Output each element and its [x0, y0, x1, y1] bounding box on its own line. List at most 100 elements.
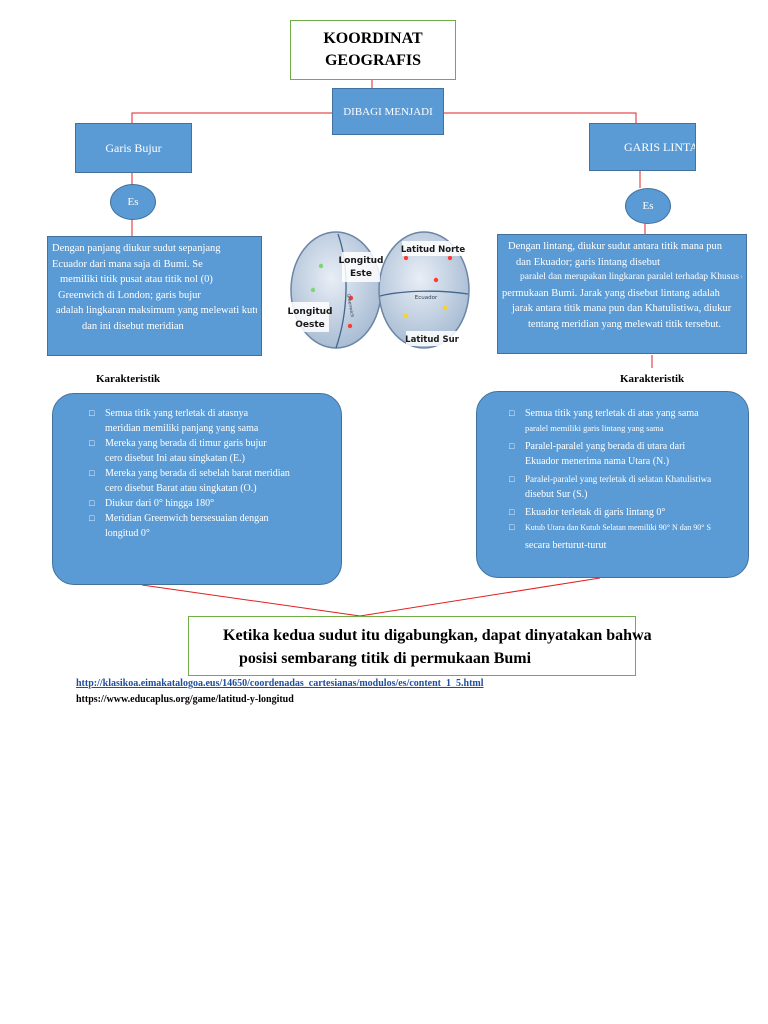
reference-link-2[interactable]: https://www.educaplus.org/game/latitud-y…	[76, 694, 294, 705]
item-text: Diukur dari 0° hingga 180°	[105, 498, 215, 509]
title-line2: GEOGRAFIS	[324, 52, 421, 69]
globe-right	[378, 231, 470, 349]
left-desc-line: memiliki titik pusat atau titik nol (0)	[60, 274, 213, 285]
title-line1: KOORDINAT	[323, 30, 423, 47]
point-marker	[447, 255, 453, 261]
item-text: Mereka yang berada di sebelah barat meri…	[105, 468, 290, 479]
characteristic-item: □ Semua titik yang terletak di atas yang…	[509, 406, 742, 436]
item-text: Ekuador terletak di garis lintang 0°	[525, 507, 666, 518]
bullet-icon: □	[509, 507, 515, 517]
left-desc-line: dan ini disebut meridian	[82, 320, 184, 332]
connector-right-branch	[442, 112, 637, 123]
point-marker	[348, 295, 354, 301]
left-karakteristik-heading: Karakteristik	[96, 373, 161, 385]
left-es-ellipse: Es	[110, 184, 156, 220]
characteristic-item: □ Kutub Utara dan Kutub Selatan memiliki…	[509, 520, 742, 553]
right-desc-line: permukaan Bumi. Jarak yang disebut linta…	[502, 287, 720, 299]
left-characteristics-box: □ Semua titik yang terletak di atasnya me…	[52, 393, 342, 585]
characteristic-item: □ Paralel-paralel yang berada di utara d…	[509, 439, 742, 469]
left-desc-line: Greenwich di London; garis bujur	[58, 289, 201, 301]
bullet-icon: □	[89, 438, 95, 448]
title-box: KOORDINAT GEOGRAFIS	[290, 20, 456, 80]
garis-bujur-box: Garis Bujur	[75, 123, 192, 173]
left-desc-line: Ecuador dari mana saja di Bumi. Se	[52, 258, 203, 270]
characteristic-item: □ Mereka yang berada di sebelah barat me…	[89, 466, 333, 496]
bullet-icon: □	[509, 474, 515, 484]
equator-line	[379, 290, 469, 297]
item-text: Ekuador menerima nama Utara (N.)	[525, 456, 670, 467]
conclusion-line2: posisi sembarang titik di permukaan Bumi	[239, 650, 532, 667]
item-text: cero disebut Barat atau singkatan (O.)	[105, 483, 257, 494]
divided-label: DIBAGI MENJADI	[343, 105, 433, 118]
ecuador-label: Ecuador	[415, 295, 438, 301]
item-text: Mereka yang berada di timur garis bujur	[105, 438, 267, 449]
globe-illustration: Longitud Este Longitud Oeste Latitud Nor…	[288, 231, 470, 349]
point-marker	[403, 255, 409, 261]
right-es-label: Es	[642, 200, 654, 212]
right-characteristics-box: □ Semua titik yang terletak di atas yang…	[476, 391, 749, 578]
bullet-icon: □	[509, 441, 515, 451]
characteristic-item: □ Meridian Greenwich bersesuaian dengan l…	[89, 511, 333, 541]
bullet-icon: □	[509, 522, 515, 532]
longitud-oeste-label-1: Longitud	[288, 307, 333, 317]
point-marker	[318, 263, 324, 269]
bullet-icon: □	[89, 498, 95, 508]
characteristic-item: □ Diukur dari 0° hingga 180°	[89, 496, 333, 511]
longitud-oeste-label-2: Oeste	[295, 320, 325, 330]
point-marker	[310, 287, 316, 293]
conclusion-line1: Ketika kedua sudut itu digabungkan, dapa…	[223, 627, 652, 644]
bullet-icon: □	[89, 513, 95, 523]
bullet-icon: □	[89, 468, 95, 478]
connector-lines	[131, 78, 653, 617]
connector-left-branch	[131, 112, 332, 123]
garis-bujur-label: Garis Bujur	[105, 140, 162, 155]
item-text: Paralel-paralel yang terletak di selatan…	[525, 474, 712, 484]
characteristic-item: □ Ekuador terletak di garis lintang 0°	[509, 505, 742, 520]
latitud-sur-label: Latitud Sur	[405, 335, 459, 345]
item-text: Meridian Greenwich bersesuaian dengan	[105, 513, 269, 524]
longitud-este-label-1: Longitud	[338, 256, 383, 266]
right-karakteristik-heading: Karakteristik	[620, 373, 685, 385]
point-marker	[433, 277, 439, 283]
characteristic-item: □ Paralel-paralel yang terletak di selat…	[509, 472, 742, 502]
conclusion-box: Ketika kedua sudut itu digabungkan, dapa…	[188, 616, 652, 676]
item-text: Paralel-paralel yang berada di utara dar…	[525, 441, 686, 452]
bullet-icon: □	[509, 408, 515, 418]
point-marker	[347, 323, 353, 329]
right-desc-line: paralel dan merupakan lingkaran paralel …	[520, 272, 742, 282]
item-text: secara berturut-turut	[525, 540, 607, 551]
item-text: paralel memiliki garis lintang yang sama	[525, 423, 664, 433]
greenwich-label: Greenwich	[345, 293, 355, 318]
left-desc-line: Dengan panjang diukur sudut sepanjang	[52, 243, 221, 254]
connector-right-conclusion	[359, 577, 601, 617]
item-text: disebut Sur (S.)	[525, 489, 588, 500]
right-desc-line: Dengan lintang, diukur sudut antara titi…	[508, 241, 723, 252]
left-es-label: Es	[127, 196, 139, 208]
characteristic-item: □ Semua titik yang terletak di atasnya me…	[89, 406, 333, 436]
greenwich-meridian	[335, 233, 347, 349]
longitud-este-label-2: Este	[350, 269, 372, 279]
left-desc-line: adalah lingkaran maksimum yang melewati …	[56, 305, 257, 316]
right-desc-line: dan Ekuador; garis lintang disebut	[516, 256, 661, 268]
left-description-box: Dengan panjang diukur sudut sepanjang Ec…	[47, 236, 262, 356]
right-es-ellipse: Es	[625, 188, 671, 224]
item-text: cero disebut Ini atau singkatan (E.)	[105, 453, 245, 464]
point-marker	[403, 313, 409, 319]
item-text: Semua titik yang terletak di atasnya	[105, 408, 249, 419]
right-description-box: Dengan lintang, diukur sudut antara titi…	[497, 234, 747, 354]
garis-lintang-box: GARIS LINTANG	[589, 123, 696, 171]
garis-lintang-label: GARIS LINTANG	[624, 139, 695, 154]
latitud-norte-label: Latitud Norte	[401, 245, 465, 255]
bullet-icon: □	[89, 408, 95, 418]
reference-link-1[interactable]: http://klasikoa.eimakatalogoa.eus/14650/…	[76, 678, 484, 689]
point-marker	[442, 305, 448, 311]
right-desc-line: jarak antara titik mana pun dan Khatulis…	[512, 303, 732, 314]
connector-left-conclusion	[141, 584, 361, 617]
item-text: longitud 0°	[105, 528, 150, 539]
item-text: Kutub Utara dan Kutub Selatan memiliki 9…	[525, 523, 711, 532]
divided-box: DIBAGI MENJADI	[332, 88, 444, 135]
right-desc-line: tentang meridian yang melewati titik ter…	[528, 318, 722, 330]
characteristic-item: □ Mereka yang berada di timur garis buju…	[89, 436, 333, 466]
item-text: Semua titik yang terletak di atas yang s…	[525, 408, 699, 419]
item-text: meridian memiliki panjang yang sama	[105, 423, 259, 434]
